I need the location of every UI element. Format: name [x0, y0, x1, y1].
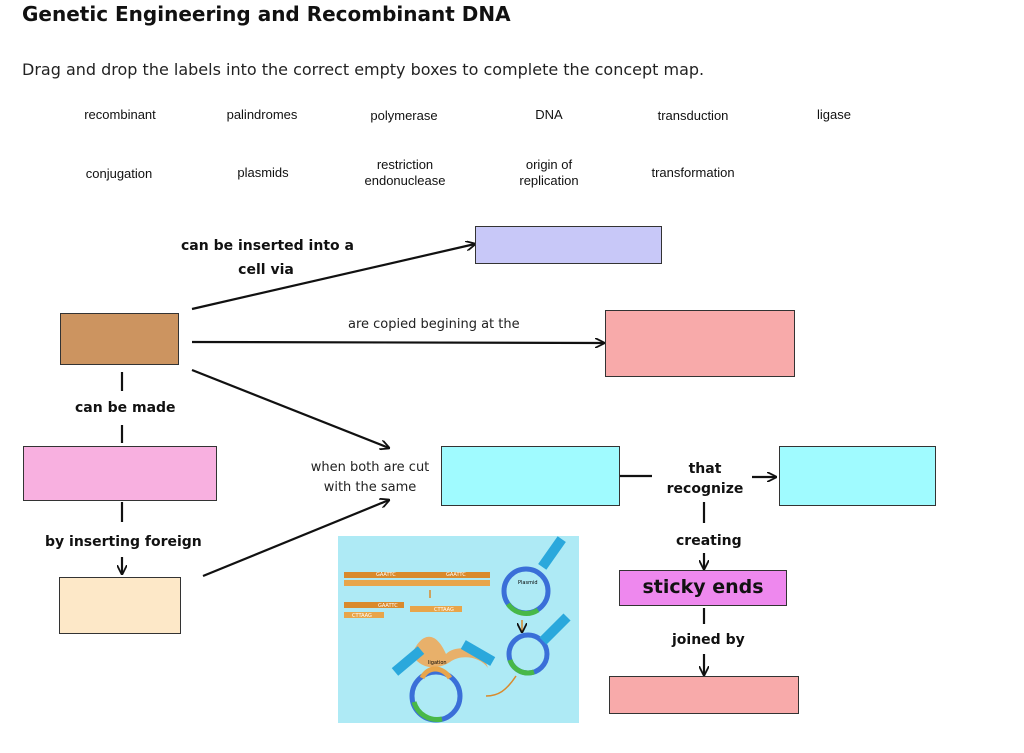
connector-joined-by: joined by — [672, 632, 745, 648]
instructions: Drag and drop the labels into the correc… — [22, 60, 705, 79]
label-plasmids[interactable]: plasmids — [237, 165, 289, 180]
seq-label: GAATTC — [446, 572, 466, 578]
drop-box-made-into[interactable] — [23, 446, 217, 501]
label-ligase[interactable]: ligase — [817, 107, 851, 122]
connector-line: when both are cut — [310, 460, 430, 475]
ligation-label: ligation — [428, 660, 447, 666]
label-transformation[interactable]: transformation — [651, 165, 735, 180]
drop-box-central-concept[interactable] — [60, 313, 179, 365]
label-restriction-endonuclease[interactable]: restriction endonuclease — [365, 157, 446, 189]
label-line: restriction — [376, 157, 434, 172]
label-line: endonuclease — [364, 173, 446, 188]
connector-line: that — [688, 461, 722, 477]
connector-creating: creating — [676, 533, 742, 549]
connector-that-recognize: that recognize — [665, 459, 745, 499]
drop-box-joining-enzyme[interactable] — [609, 676, 799, 714]
page-title: Genetic Engineering and Recombinant DNA — [22, 2, 511, 26]
drop-box-recognized-sites[interactable] — [779, 446, 936, 506]
label-conjugation[interactable]: conjugation — [85, 166, 153, 181]
label-transduction[interactable]: transduction — [657, 108, 729, 123]
drop-box-cutting-enzyme[interactable] — [441, 446, 620, 506]
connector-can-be-made: can be made — [75, 400, 176, 416]
recombinant-dna-diagram: GAATTC GAATTC GAATTC CTTAAG CTTAAG Plasm… — [338, 536, 579, 723]
label-polymerase[interactable]: polymerase — [370, 108, 438, 123]
label-line: origin of — [525, 157, 573, 172]
plasmid-label: Plasmid — [518, 580, 538, 586]
seq-label: CTTAAG — [434, 607, 454, 613]
drop-box-foreign-insert[interactable] — [59, 577, 181, 634]
label-dna[interactable]: DNA — [535, 107, 563, 122]
sticky-ends-box: sticky ends — [619, 570, 787, 606]
seq-label: GAATTC — [376, 572, 396, 578]
diagram-illustration: GAATTC GAATTC GAATTC CTTAAG CTTAAG Plasm… — [344, 536, 571, 723]
connector-copied: are copied begining at the — [348, 317, 520, 332]
seq-label: GAATTC — [378, 603, 398, 609]
drop-box-replication-start[interactable] — [605, 310, 795, 377]
label-origin-of-replication[interactable]: origin of replication — [519, 157, 578, 189]
seq-label: CTTAAG — [352, 613, 372, 619]
connector-cut: when both are cut with the same — [305, 458, 435, 498]
label-line: replication — [519, 173, 579, 188]
connector-inserted: can be inserted into a cell via — [181, 236, 354, 280]
label-recombinant[interactable]: recombinant — [84, 107, 156, 122]
label-palindromes[interactable]: palindromes — [226, 107, 298, 122]
connector-by-inserting: by inserting foreign — [45, 534, 202, 550]
connector-line: with the same — [323, 480, 417, 495]
connector-line: can be inserted into a — [181, 238, 354, 254]
connector-line: cell via — [238, 262, 294, 278]
connector-line: recognize — [666, 481, 744, 497]
drop-box-transfer-method[interactable] — [475, 226, 662, 264]
